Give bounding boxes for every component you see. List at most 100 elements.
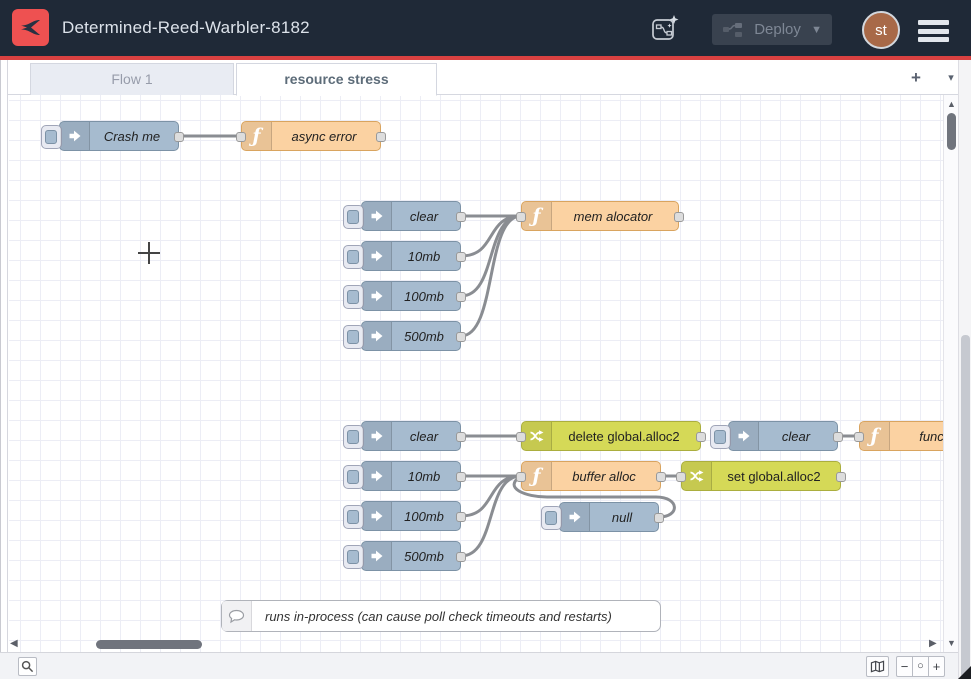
node-100mb-b[interactable]: 100mb (343, 501, 466, 531)
zoom-reset-button[interactable]: ○ (912, 656, 929, 677)
wire-null-inject-to-buffer-alloc[interactable] (512, 474, 676, 519)
inject-trigger-button[interactable] (541, 506, 562, 530)
output-port[interactable] (674, 212, 684, 222)
node-set-global[interactable]: set global.alloc2 (676, 461, 846, 491)
output-port[interactable] (654, 513, 664, 523)
scroll-down-arrow-icon[interactable]: ▼ (947, 638, 956, 648)
resize-grip[interactable] (958, 666, 971, 679)
node-label: mem alocator (573, 208, 653, 224)
node-function-1[interactable]: ƒfunction (854, 421, 943, 451)
scroll-left-arrow-icon[interactable]: ◀ (10, 638, 18, 649)
wire-500mb-a-to-mem-alocator[interactable] (459, 214, 523, 338)
navigator-toggle-button[interactable] (866, 656, 889, 677)
node-10mb-a[interactable]: 10mb (343, 241, 466, 271)
output-port[interactable] (456, 332, 466, 342)
input-port[interactable] (516, 432, 526, 442)
input-port[interactable] (236, 132, 246, 142)
hamburger-bar (918, 28, 949, 34)
inject-trigger-button[interactable] (343, 465, 364, 489)
search-flows-button[interactable] (18, 657, 37, 676)
output-port[interactable] (696, 432, 706, 442)
flow-tabbar: Flow 1 resource stress + ▾ (8, 60, 958, 96)
tab-flow-1[interactable]: Flow 1 (30, 63, 234, 96)
output-port[interactable] (456, 472, 466, 482)
function-icon-region: ƒ (860, 422, 890, 450)
main-menu-button[interactable] (918, 20, 949, 42)
output-port[interactable] (456, 512, 466, 522)
output-port[interactable] (833, 432, 843, 442)
inject-icon-region (362, 202, 392, 230)
node-clear-b[interactable]: clear (343, 421, 466, 451)
inject-icon-region (362, 282, 392, 310)
scroll-up-arrow-icon[interactable]: ▲ (947, 99, 956, 109)
output-port[interactable] (376, 132, 386, 142)
input-port[interactable] (854, 432, 864, 442)
node-500mb-a[interactable]: 500mb (343, 321, 466, 351)
input-port[interactable] (516, 472, 526, 482)
input-port[interactable] (516, 212, 526, 222)
vertical-scrollbar[interactable]: ▲ ▼ (943, 95, 958, 652)
node-label: async error (291, 128, 357, 144)
inject-trigger-button[interactable] (343, 545, 364, 569)
wire-500mb-b-to-buffer-alloc[interactable] (459, 474, 523, 558)
tab-resource-stress[interactable]: resource stress (236, 63, 437, 96)
deploy-options-chevron-icon[interactable]: ▼ (811, 23, 822, 36)
window-scrollbar-thumb[interactable] (961, 335, 970, 679)
output-port[interactable] (456, 432, 466, 442)
inject-trigger-button[interactable] (343, 505, 364, 529)
inject-trigger-button[interactable] (343, 285, 364, 309)
wire-100mb-b-to-buffer-alloc[interactable] (459, 474, 523, 518)
output-port[interactable] (456, 212, 466, 222)
function-icon-region: ƒ (522, 202, 552, 230)
inject-button-inner (714, 430, 726, 444)
inject-icon-region (362, 502, 392, 530)
node-500mb-b[interactable]: 500mb (343, 541, 466, 571)
inject-trigger-button[interactable] (343, 425, 364, 449)
node-delete-global[interactable]: delete global.alloc2 (516, 421, 706, 451)
inject-trigger-button[interactable] (343, 325, 364, 349)
node-label: buffer alloc (572, 468, 636, 484)
inject-trigger-button[interactable] (710, 425, 731, 449)
inject-arrow-icon (371, 290, 382, 302)
output-port[interactable] (456, 292, 466, 302)
deploy-button[interactable]: Deploy ▼ (712, 14, 832, 45)
node-clear-c[interactable]: clear (710, 421, 843, 451)
flowfuse-logo[interactable] (12, 9, 49, 46)
node-clear-a[interactable]: clear (343, 201, 466, 231)
node-mem-alocator[interactable]: ƒ mem alocator (516, 201, 684, 231)
zoom-out-button[interactable]: − (896, 656, 913, 677)
zoom-in-button[interactable]: + (928, 656, 945, 677)
deploy-label: Deploy (754, 21, 801, 38)
inject-trigger-button[interactable] (343, 245, 364, 269)
search-icon (21, 660, 34, 673)
ai-flow-generator-button[interactable] (648, 13, 684, 45)
inject-icon-region (560, 503, 590, 531)
inject-trigger-button[interactable] (41, 125, 62, 149)
node-comment-1[interactable]: runs in-process (can cause poll check ti… (221, 600, 661, 632)
flow-list-chevron-icon[interactable]: ▾ (948, 72, 954, 84)
node-10mb-b[interactable]: 10mb (343, 461, 466, 491)
wire-10mb-a-to-mem-alocator[interactable] (459, 214, 523, 258)
input-port[interactable] (676, 472, 686, 482)
user-avatar[interactable]: st (862, 11, 900, 49)
vertical-scrollbar-thumb[interactable] (947, 113, 956, 150)
node-null-inject[interactable]: null (541, 502, 664, 532)
wire-layer (177, 134, 861, 558)
node-crash-me[interactable]: Crash me (41, 121, 184, 151)
window-scrollbar[interactable] (958, 60, 971, 679)
horizontal-scrollbar-thumb[interactable] (96, 640, 202, 649)
output-port[interactable] (836, 472, 846, 482)
output-port[interactable] (656, 472, 666, 482)
output-port[interactable] (456, 252, 466, 262)
add-flow-button[interactable]: + (911, 68, 921, 87)
scroll-right-arrow-icon[interactable]: ▶ (929, 638, 937, 649)
inject-trigger-button[interactable] (343, 205, 364, 229)
output-port[interactable] (456, 552, 466, 562)
output-port[interactable] (174, 132, 184, 142)
change-shuffle-icon (529, 430, 543, 442)
inject-button-inner (347, 510, 359, 524)
node-100mb-a[interactable]: 100mb (343, 281, 466, 311)
